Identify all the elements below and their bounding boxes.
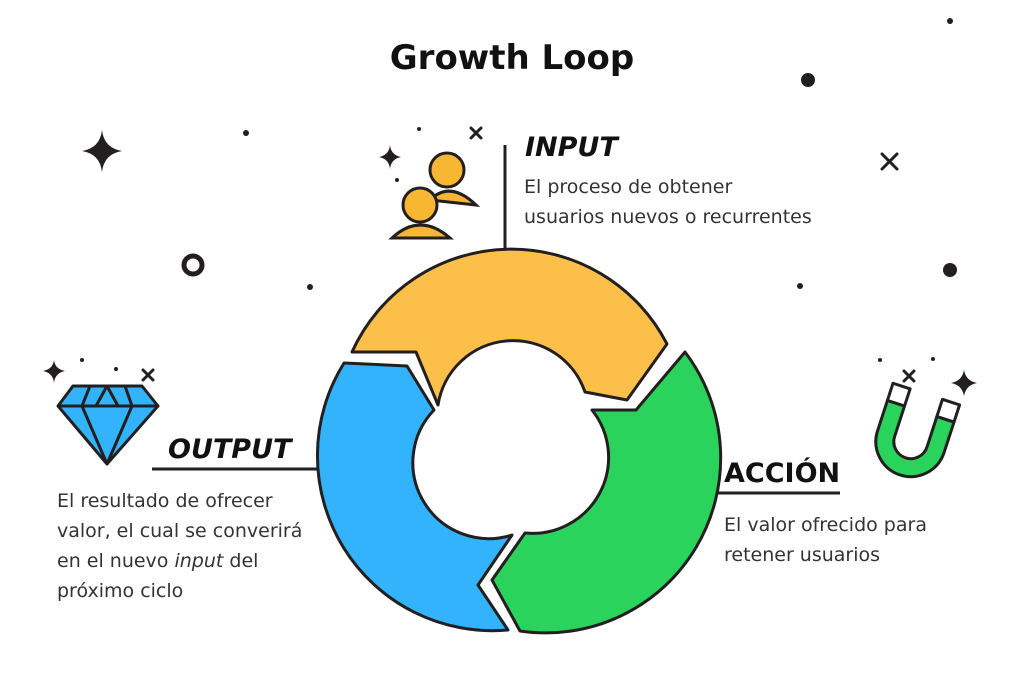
sparkle-icon [43, 360, 65, 383]
output-heading: OUTPUT [168, 434, 292, 465]
ring-icon [181, 253, 205, 277]
diamond-icon [56, 384, 160, 466]
input-heading: INPUT [525, 132, 618, 163]
cross-icon [902, 369, 916, 383]
decorative-dots [80, 18, 957, 371]
action-heading: ACCIÓN [724, 458, 841, 489]
cross-icon [141, 368, 155, 382]
action-segment [490, 350, 723, 635]
input-description-line: El proceso de obtener [524, 176, 733, 198]
sparkle-icon [951, 370, 977, 396]
output-description: El resultado de ofrecer valor, el cual s… [57, 486, 302, 606]
cross-icon [880, 152, 899, 171]
input-description: El proceso de obtener usuarios nuevos o … [524, 172, 812, 232]
output-description-line: en el nuevo input del [57, 546, 302, 576]
sparkle-icon [379, 145, 401, 169]
cross-icon [469, 126, 483, 140]
output-description-line: El resultado de ofrecer [57, 490, 273, 512]
output-text: en el nuevo [57, 550, 175, 572]
action-description: El valor ofrecido para retener usuarios [724, 510, 927, 570]
magnet-icon [874, 381, 962, 479]
output-description-line: próximo ciclo [57, 580, 184, 602]
output-text: del [223, 550, 259, 572]
output-description-line: valor, el cual se converirá [57, 520, 303, 542]
action-description-line: El valor ofrecido para [724, 514, 927, 536]
action-description-line: retener usuarios [724, 544, 881, 566]
input-description-line: usuarios nuevos o recurrentes [524, 206, 812, 228]
output-emphasis: input [174, 550, 224, 572]
star-icon [82, 130, 122, 172]
output-segment [315, 361, 514, 633]
input-segment [350, 247, 669, 407]
users-icon [388, 151, 481, 240]
diagram-title: Growth Loop [389, 38, 635, 78]
